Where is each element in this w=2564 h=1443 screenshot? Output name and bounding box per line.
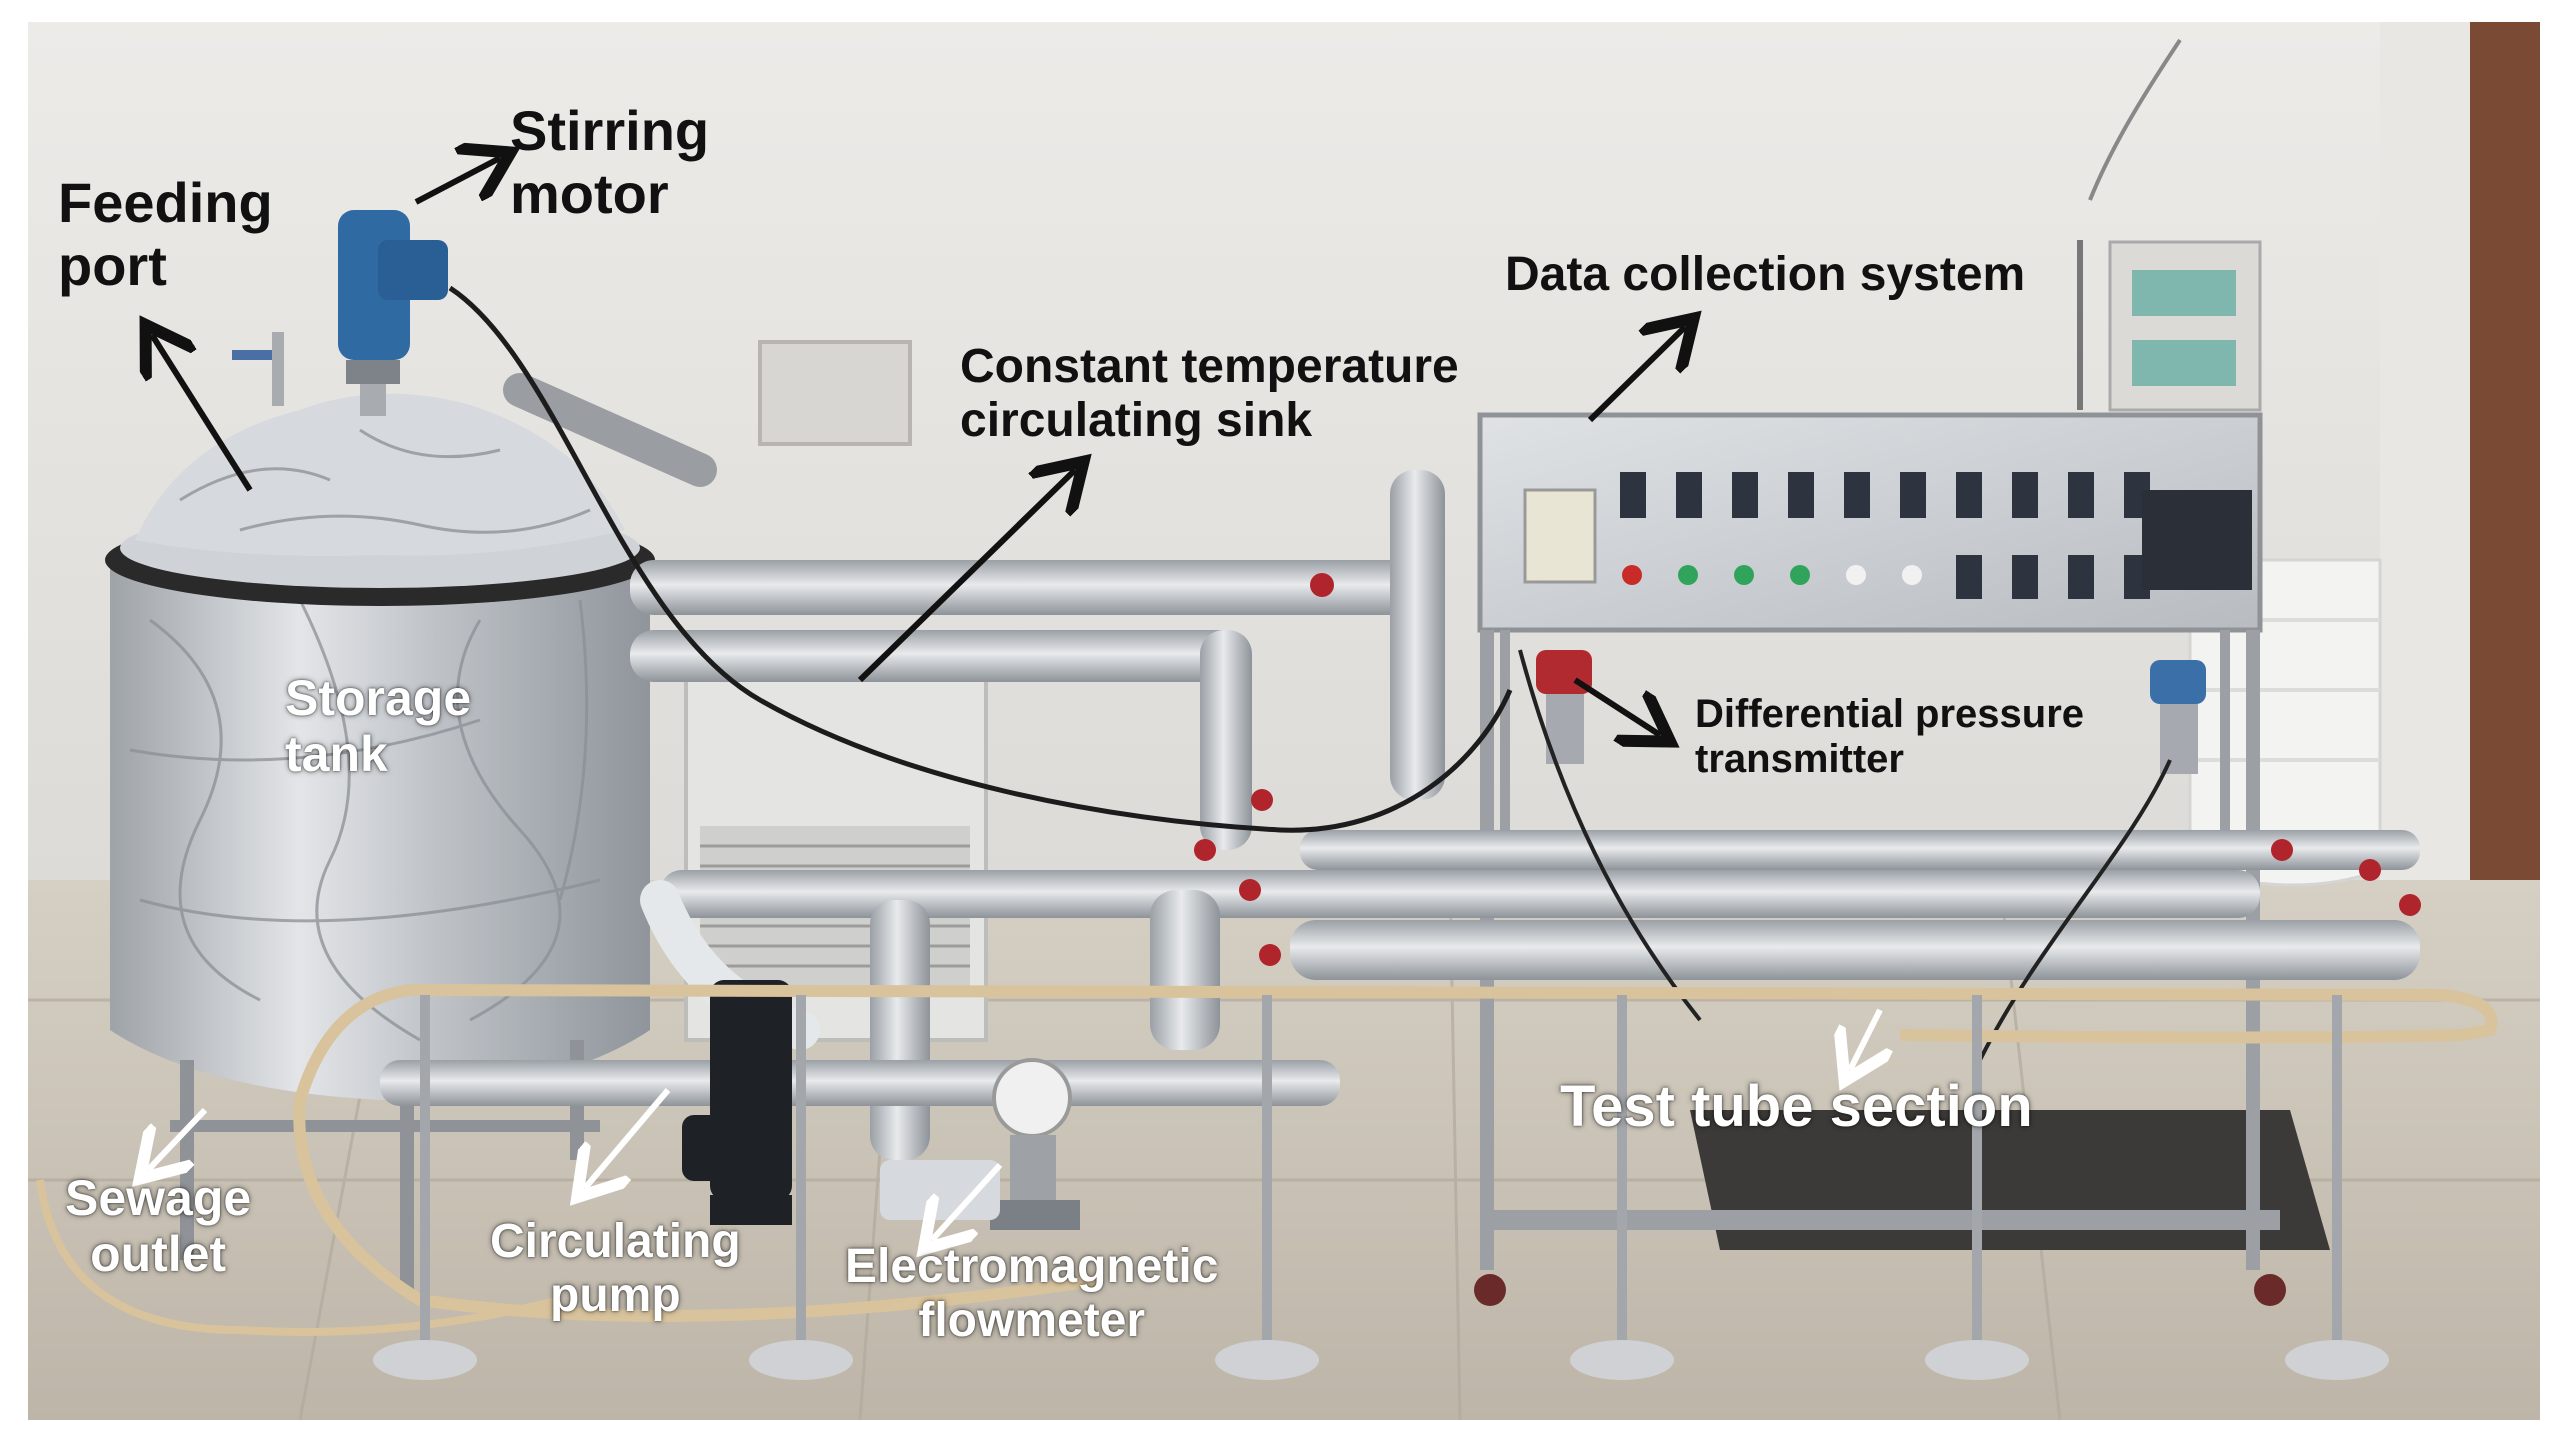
label-stirring-motor: Stirring motor	[510, 99, 710, 225]
label-constant-temp-sink: Constant temperature circulating sink	[960, 340, 1459, 447]
label-data-collection: Data collection system	[1505, 248, 2026, 301]
label-storage-tank: Storage tank	[285, 670, 472, 782]
label-test-tube: Test tube section	[1560, 1074, 2033, 1139]
label-sewage-outlet: Sewage outlet	[65, 1170, 252, 1282]
label-em-flowmeter: Electromagnetic flowmeter	[845, 1240, 1219, 1347]
label-diff-pressure: Differential pressure transmitter	[1695, 692, 2085, 781]
label-circulating-pump: Circulating pump	[490, 1215, 741, 1322]
label-feeding-port: Feeding port	[58, 171, 273, 297]
